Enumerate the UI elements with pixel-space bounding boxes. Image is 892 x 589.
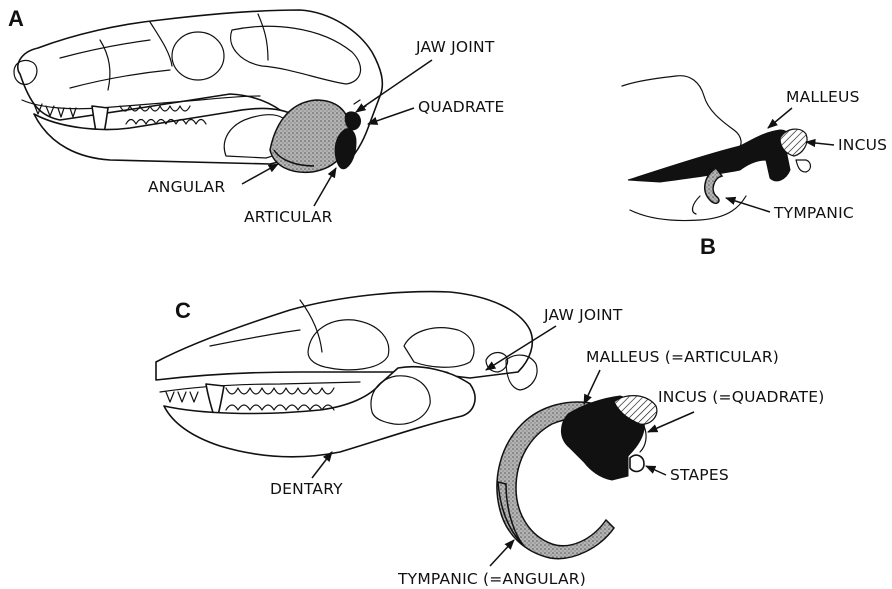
panel-c: C	[156, 292, 824, 588]
label-c-stapes: STAPES	[670, 466, 729, 484]
dentary-bone	[164, 367, 475, 457]
label-b-incus: INCUS	[838, 136, 887, 154]
middle-ear-ossicles	[497, 396, 657, 559]
label-c-malleus: MALLEUS (=ARTICULAR)	[586, 348, 779, 366]
label-b-tympanic: TYMPANIC	[773, 204, 854, 222]
label-a-angular: ANGULAR	[148, 178, 225, 196]
quadrate-bone	[345, 112, 360, 130]
label-c-jaw-joint: JAW JOINT	[543, 306, 623, 324]
c-stapes	[630, 455, 644, 471]
label-a-articular: ARTICULAR	[244, 208, 333, 226]
label-b-malleus: MALLEUS	[786, 88, 860, 106]
mammal-skull	[156, 292, 537, 457]
label-a-quadrate: QUADRATE	[418, 98, 505, 116]
panel-a: A	[8, 6, 505, 226]
label-c-tympanic: TYMPANIC (=ANGULAR)	[397, 570, 586, 588]
panel-letter-c: C	[175, 298, 191, 323]
panel-b: B MALLEUS INCUS TYMPANIC	[622, 76, 887, 259]
panel-letter-a: A	[8, 6, 24, 31]
label-a-jaw-joint: JAW JOINT	[415, 38, 495, 56]
cynodont-skull	[14, 10, 382, 172]
middle-ear-early-mammal	[622, 76, 811, 221]
panel-letter-b: B	[700, 234, 716, 259]
label-c-dentary: DENTARY	[270, 480, 343, 498]
label-c-incus: INCUS (=QUADRATE)	[658, 388, 824, 406]
